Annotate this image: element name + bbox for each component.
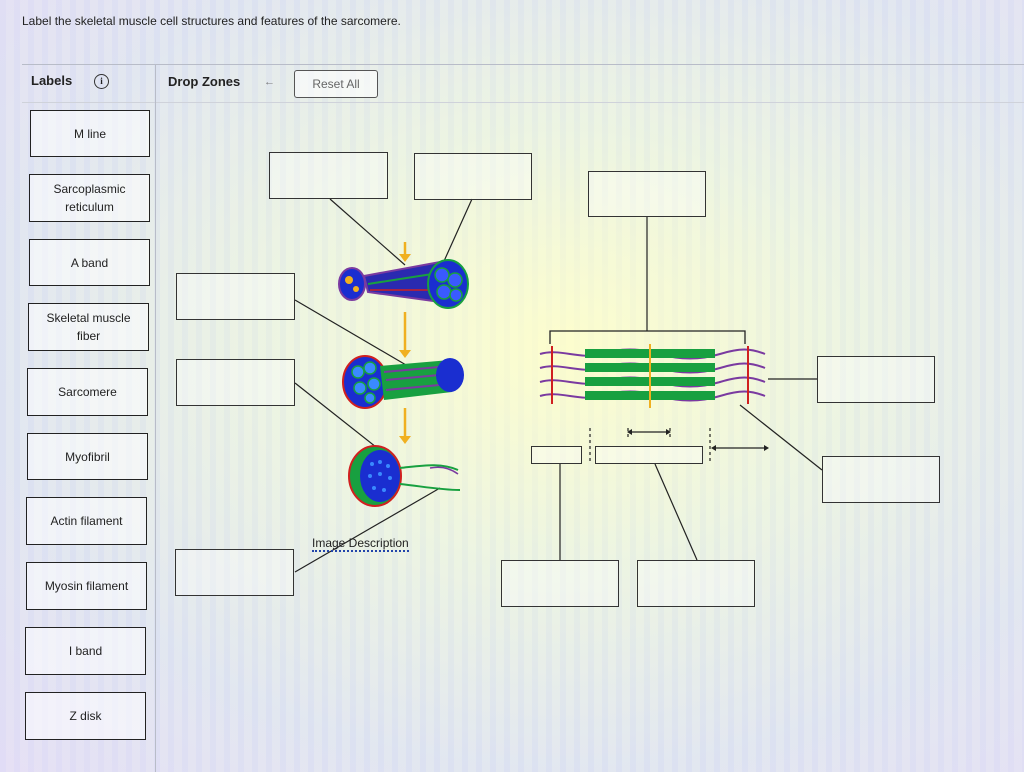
panel-header-divider [22,102,1024,103]
drop-zone-7[interactable] [531,446,582,464]
panel-top-divider [22,64,1024,65]
label-text: A band [70,255,109,270]
drop-zone-11[interactable] [501,560,619,607]
label-skeletal-muscle-fiber[interactable]: Skeletal muscle fiber [28,303,149,351]
leader-line [439,198,473,271]
drop-zone-3[interactable] [588,171,706,217]
drop-zone-4[interactable] [176,273,295,320]
label-z-disk[interactable]: Z disk [25,692,146,740]
sarcomere-illustration [539,344,766,408]
drop-zone-12[interactable] [637,560,755,607]
label-myosin-filament[interactable]: Myosin filament [26,562,147,610]
label-sarcoplasmic-reticulum[interactable]: Sarcoplasmic reticulum [29,174,150,222]
question-title: Label the skeletal muscle cell structure… [22,14,401,28]
back-arrow-icon[interactable]: ← [264,76,275,88]
label-m-line[interactable]: M line [30,110,150,157]
arrow-right-icon [666,429,671,435]
reset-all-button[interactable]: Reset All [294,70,378,98]
drop-zone-6[interactable] [817,356,935,403]
label-text-line-1: Sarcoplasmic [53,182,126,196]
drop-zone-2[interactable] [414,153,532,200]
label-text-line-2: reticulum [65,200,114,214]
labels-column-divider [155,64,156,772]
label-text: Actin filament [50,514,123,528]
arrow-left-icon [711,445,716,451]
sarcomere-bracket [549,330,746,344]
drop-zone-9[interactable] [822,456,940,503]
leader-line [329,198,406,266]
drop-zone-8[interactable] [595,446,703,464]
leader-line [294,299,419,373]
label-myofibril[interactable]: Myofibril [27,433,148,480]
muscle-fiber-illustration [342,355,464,409]
label-text: I band [68,644,103,658]
label-sarcomere[interactable]: Sarcomere [27,368,148,416]
label-text: Myofibril [65,449,110,464]
leader-line [294,487,441,573]
label-text: Sarcomere [58,385,117,399]
drop-zone-5[interactable] [176,359,295,406]
label-text-line-1: Skeletal muscle [46,311,131,325]
label-i-band[interactable]: I band [25,627,146,675]
band-markers [589,428,764,464]
label-actin-filament[interactable]: Actin filament [26,497,147,545]
arrow-left-icon [627,429,632,435]
flow-arrows [399,242,411,444]
muscle-bundle-illustration [338,259,469,309]
label-text-line-2: fiber [76,329,101,343]
drop-zone-1[interactable] [269,152,388,199]
label-text: M line [73,126,106,141]
leader-line [739,404,823,471]
drop-zone-10[interactable] [175,549,294,596]
leader-line [654,463,698,561]
info-icon[interactable]: i [94,74,109,89]
image-description-link[interactable]: Image Description [312,536,409,552]
label-a-band[interactable]: A band [29,239,150,286]
arrow-right-icon [764,445,769,451]
label-text: Myosin filament [44,579,129,593]
myofibril-illustration [348,445,461,507]
label-text: Z disk [69,709,102,723]
labels-header: Labels [31,73,73,88]
drop-zones-header: Drop Zones [168,74,241,89]
